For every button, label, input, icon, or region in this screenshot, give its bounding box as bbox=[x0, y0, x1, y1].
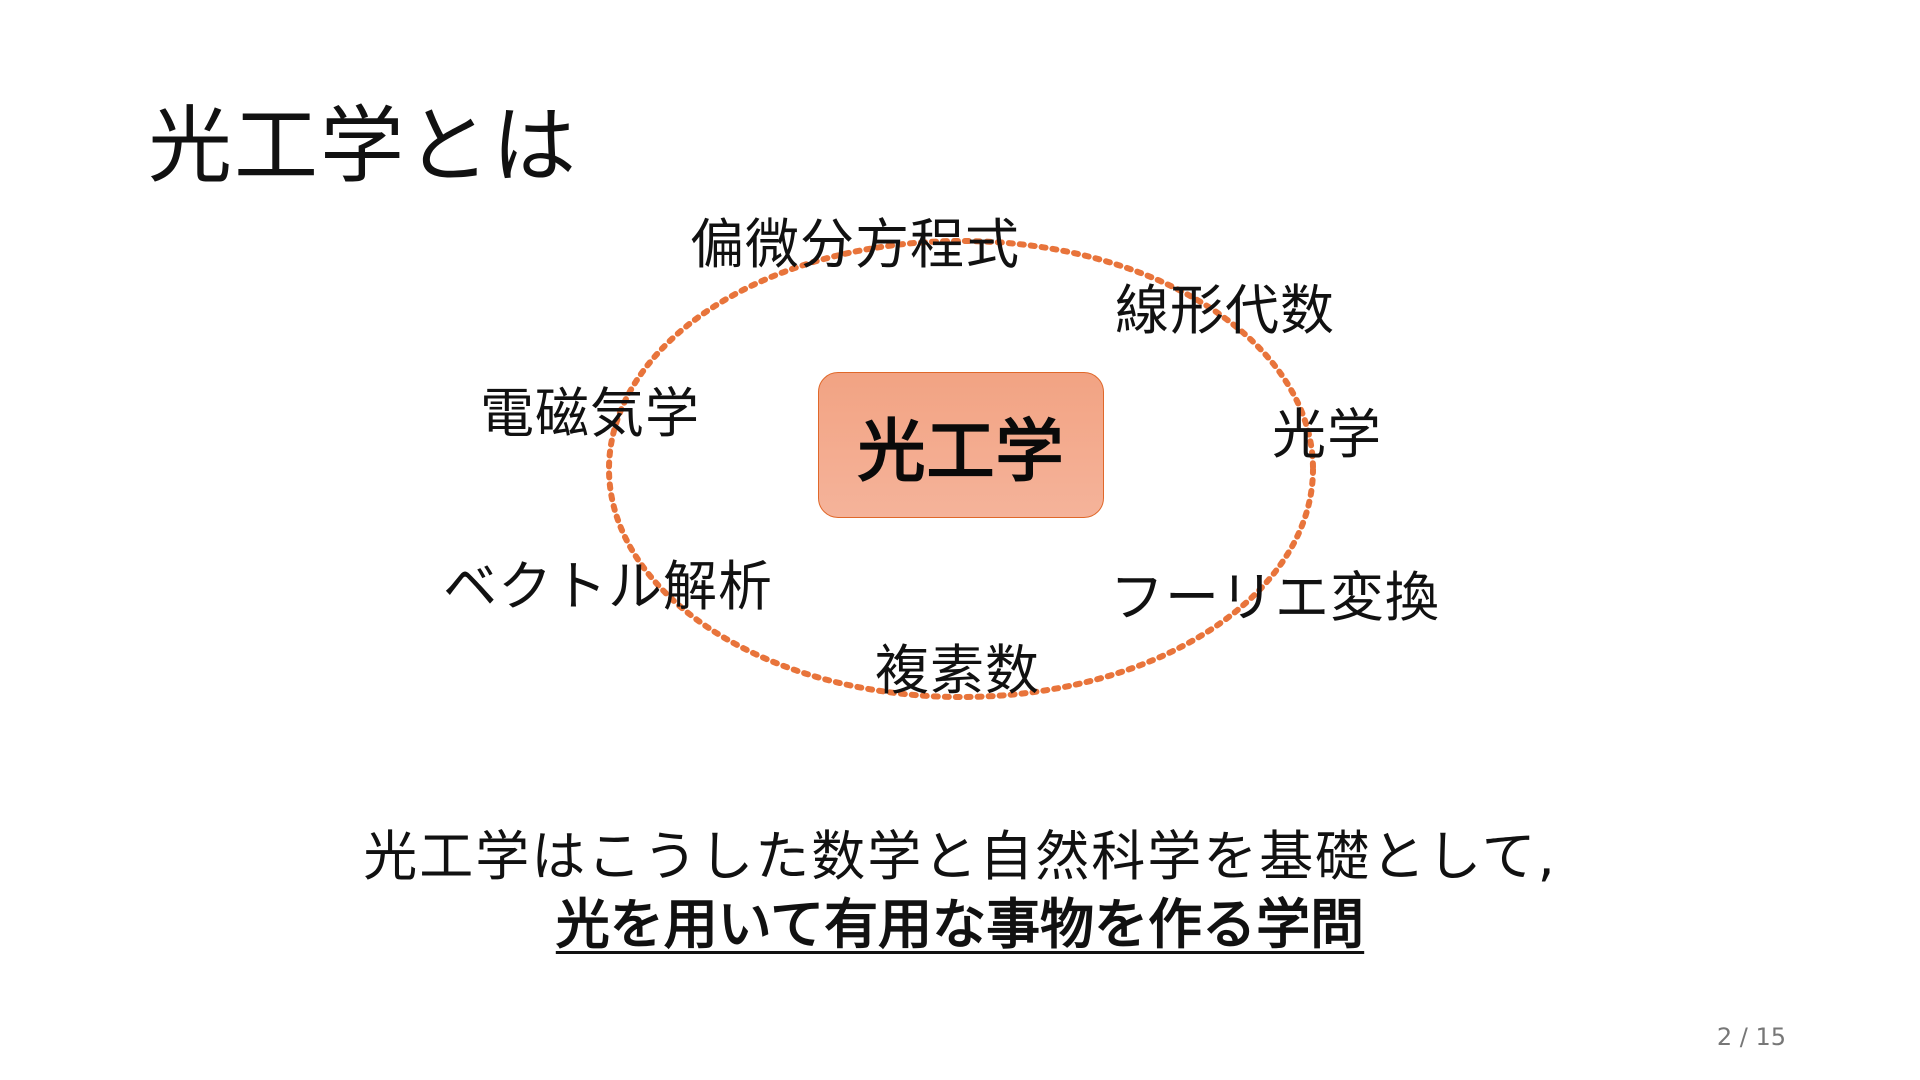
center-box-optical-engineering: 光工学 bbox=[818, 372, 1104, 518]
ellipse-outline bbox=[606, 238, 1316, 700]
topic-vector-analysis: ベクトル解析 bbox=[443, 555, 773, 618]
topic-linear-algebra: 線形代数 bbox=[1115, 279, 1335, 342]
topic-pde: 偏微分方程式 bbox=[690, 213, 1020, 276]
slide-title: 光工学とは bbox=[148, 97, 579, 195]
topic-optics: 光学 bbox=[1272, 403, 1382, 466]
summary-line-2: 光を用いて有用な事物を作る学問 bbox=[555, 893, 1365, 956]
topic-electromagnetism: 電磁気学 bbox=[480, 382, 700, 445]
topic-fourier-transform: フーリエ変換 bbox=[1110, 566, 1440, 629]
page-number: 2 / 15 bbox=[1716, 1023, 1786, 1051]
summary-line-1: 光工学はこうした数学と自然科学を基礎として, bbox=[363, 825, 1557, 888]
topic-complex-numbers: 複素数 bbox=[875, 639, 1040, 702]
